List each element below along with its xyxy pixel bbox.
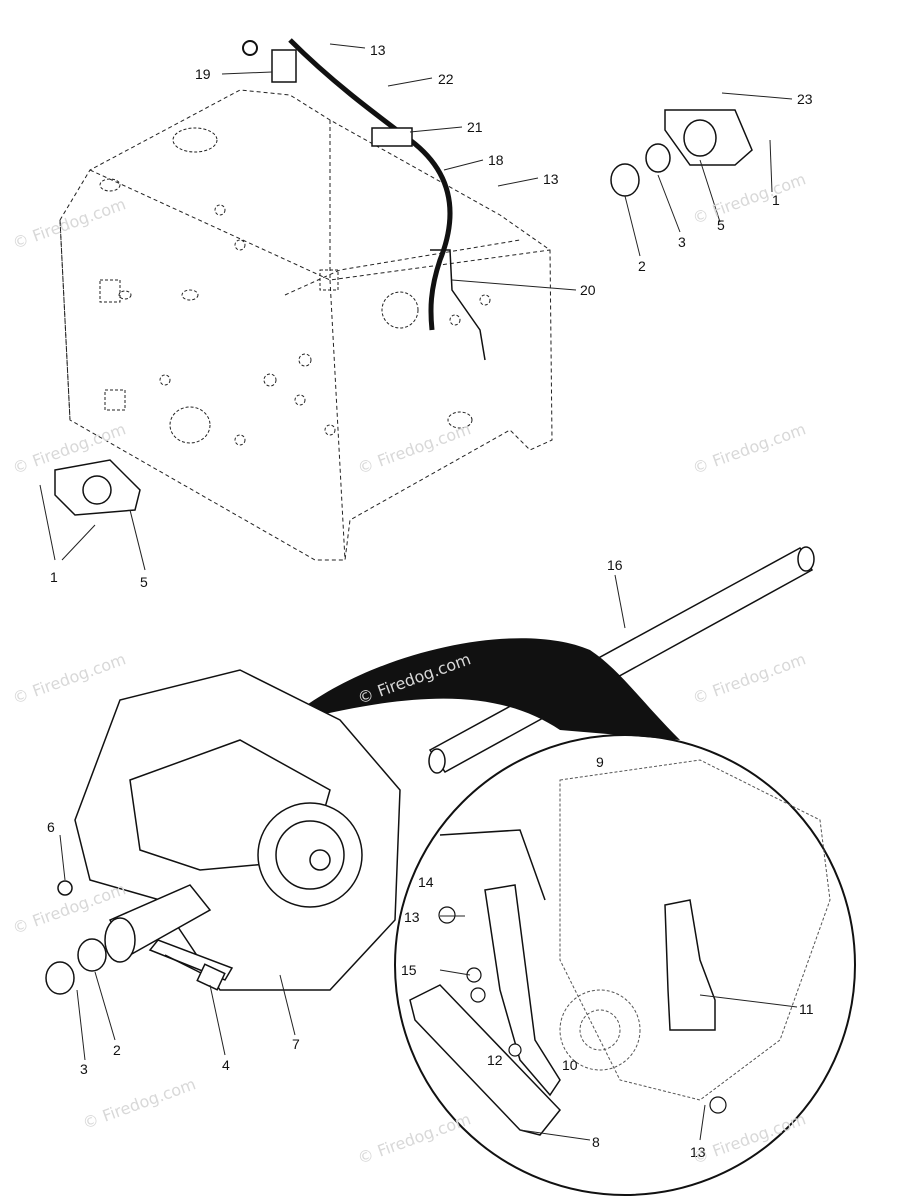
callout-1: 1	[772, 192, 780, 208]
detail-brackets	[409, 829, 716, 1136]
callout-3: 3	[80, 1061, 88, 1077]
callout-3: 3	[678, 234, 686, 250]
leader-lines	[39, 43, 798, 1141]
callout-20: 20	[580, 282, 596, 298]
bearing-flange-left	[54, 459, 141, 516]
callout-13: 13	[370, 42, 386, 58]
shaft-16	[428, 546, 815, 774]
callout-15: 15	[401, 962, 417, 978]
bracket-20	[430, 249, 486, 361]
cable-terminal	[242, 40, 258, 56]
callout-13: 13	[690, 1144, 706, 1160]
engine-assembly	[74, 669, 401, 991]
callout-8: 8	[592, 1134, 600, 1150]
callout-18: 18	[488, 152, 504, 168]
callout-13: 13	[404, 909, 420, 925]
callout-2: 2	[113, 1042, 121, 1058]
washers-left	[45, 880, 107, 995]
detail-fasteners	[438, 906, 727, 1114]
callout-1: 1	[50, 569, 58, 585]
callout-2: 2	[638, 258, 646, 274]
bolt-4	[164, 954, 226, 991]
housing-holes	[99, 127, 491, 446]
housing-frame	[59, 89, 553, 561]
callout-5: 5	[717, 217, 725, 233]
callout-11: 11	[799, 1001, 814, 1017]
bracket-19	[271, 49, 297, 83]
callout-23: 23	[797, 91, 813, 107]
callout-10: 10	[562, 1057, 578, 1073]
bearing-parts-right	[610, 109, 753, 197]
cable-18	[288, 38, 453, 331]
callout-19: 19	[195, 66, 211, 82]
callout-16: 16	[607, 557, 623, 573]
clamp-21	[371, 127, 413, 147]
callout-6: 6	[47, 819, 55, 835]
callout-4: 4	[222, 1057, 230, 1073]
callout-21: 21	[467, 119, 483, 135]
callout-22: 22	[438, 71, 454, 87]
detail-wedge	[300, 638, 680, 740]
callout-5: 5	[140, 574, 148, 590]
detail-engine	[559, 759, 831, 1101]
callout-7: 7	[292, 1036, 300, 1052]
callout-9: 9	[596, 754, 604, 770]
callout-13: 13	[543, 171, 559, 187]
detail-circle	[394, 734, 856, 1196]
callout-14: 14	[418, 874, 434, 890]
callout-12: 12	[487, 1052, 503, 1068]
